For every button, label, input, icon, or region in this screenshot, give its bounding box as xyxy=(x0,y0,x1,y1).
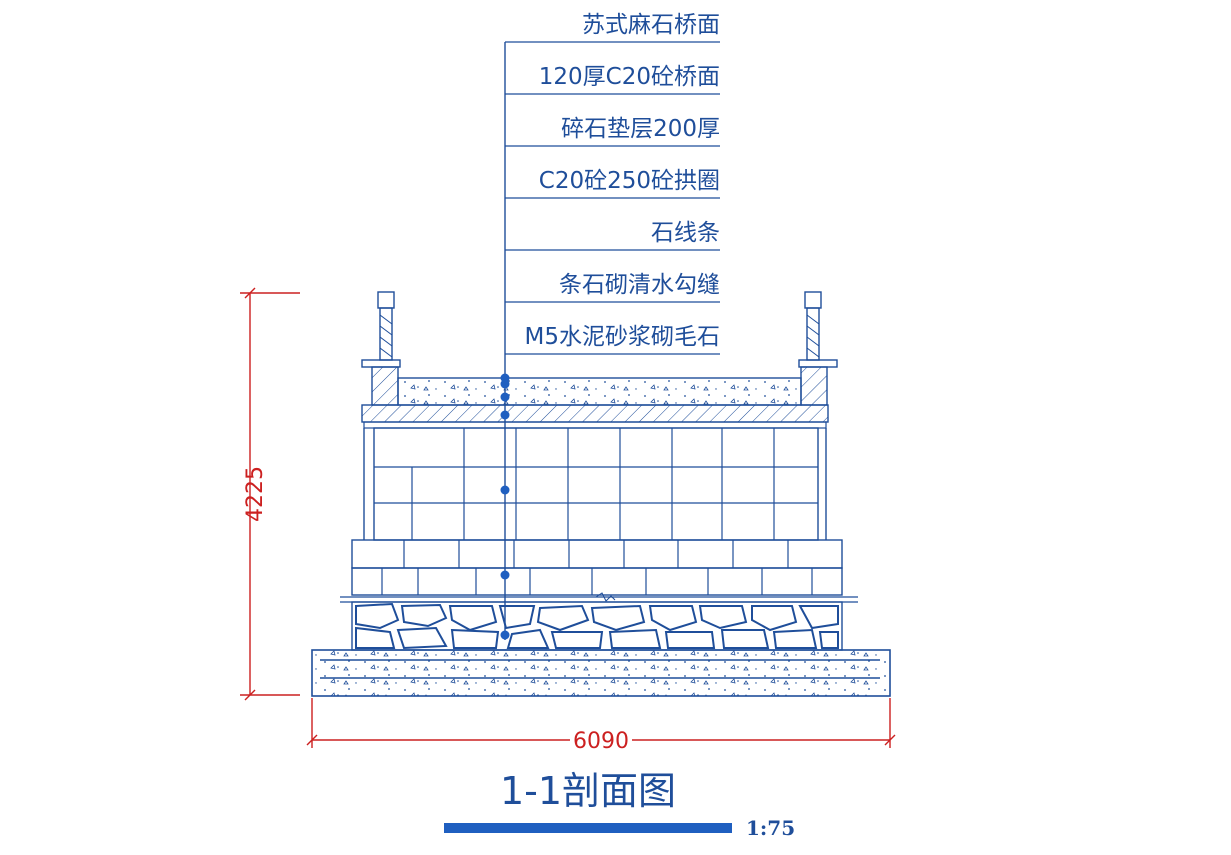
deck-concrete-layer xyxy=(397,377,802,406)
leader-dots xyxy=(500,373,510,640)
rubble-masonry xyxy=(351,601,843,651)
height-dimension: 4225 xyxy=(240,287,300,701)
scale-label: 1:75 xyxy=(746,816,795,840)
callout-label-3: 碎石垫层200厚 xyxy=(561,116,720,142)
upper-block-grid xyxy=(373,427,819,541)
right-railing-post xyxy=(798,291,838,368)
leader-dot xyxy=(500,379,510,389)
leader-dot xyxy=(500,485,510,495)
height-dimension-label: 4225 xyxy=(243,466,268,522)
leader-dot xyxy=(500,410,510,420)
callout-label-7: M5水泥砂浆砌毛石 xyxy=(525,324,720,350)
callout-label-2: 120厚C20砼桥面 xyxy=(539,64,720,90)
lower-block-courses xyxy=(340,539,858,603)
leader-dot xyxy=(500,392,510,402)
foundation-slab xyxy=(311,649,891,697)
callout-label-1: 苏式麻石桥面 xyxy=(582,12,720,38)
width-dimension-label: 6090 xyxy=(573,729,629,754)
leader-dot xyxy=(500,630,510,640)
width-dimension: 6090 xyxy=(306,698,896,754)
stone-line-strip xyxy=(363,421,827,540)
arch-ring-band xyxy=(361,404,829,423)
drawing-title: 1-1剖面图 xyxy=(500,769,676,813)
leader-dot xyxy=(500,570,510,580)
callout-label-4: C20砼250砼拱圈 xyxy=(539,168,720,194)
scale-bar xyxy=(444,823,732,833)
callout-label-5: 石线条 xyxy=(651,220,720,246)
side-curbs xyxy=(371,366,828,406)
left-railing-post xyxy=(361,291,401,368)
callout-label-6: 条石砌清水勾缝 xyxy=(559,272,720,298)
